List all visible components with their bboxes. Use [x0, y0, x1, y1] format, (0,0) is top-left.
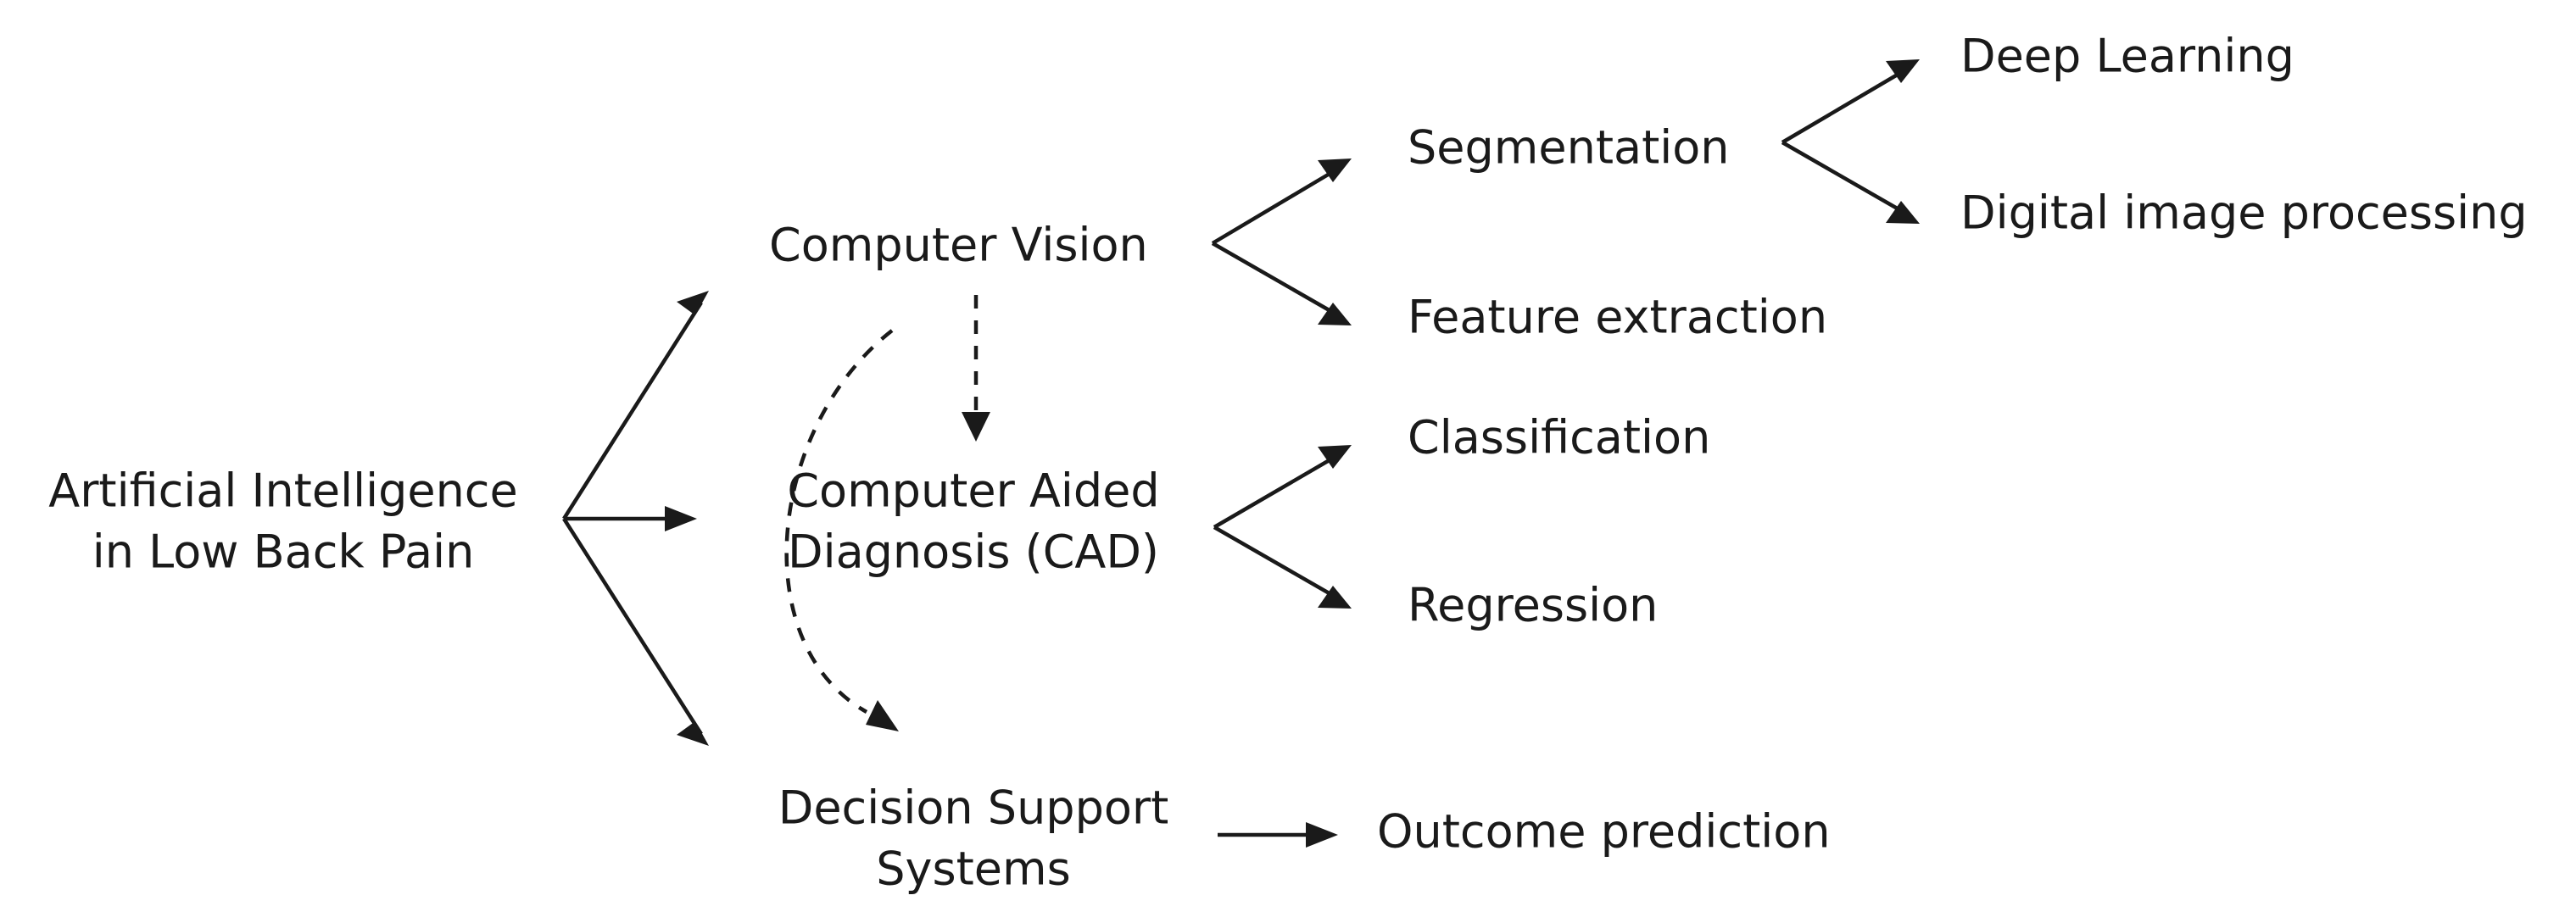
labels-layer: Artificial Intelligence in Low Back Pain… [48, 30, 2527, 896]
node-outcome-prediction: Outcome prediction [1377, 805, 1831, 859]
node-regression: Regression [1408, 579, 1658, 632]
edge-computer-vision-to-feature-extraction [1211, 242, 1352, 325]
node-computer-vision: Computer Vision [769, 219, 1148, 272]
arrowhead-icon [677, 721, 709, 746]
node-cad-line1: Computer Aided [787, 464, 1159, 518]
node-decision-support-line1: Decision Support [778, 781, 1169, 835]
edge-cad-to-classification [1213, 445, 1352, 529]
arrowhead-icon [1886, 59, 1920, 83]
node-feature-extraction: Feature extraction [1408, 291, 1827, 344]
node-decision-support-line2: Systems [876, 842, 1071, 896]
edges-layer [562, 59, 1920, 848]
node-segmentation: Segmentation [1408, 121, 1730, 175]
node-root-line2: in Low Back Pain [92, 525, 475, 579]
node-deep-learning: Deep Learning [1960, 30, 2294, 83]
arrowhead-icon [677, 291, 709, 315]
arrowhead-icon [1318, 158, 1352, 182]
arrowhead-icon [962, 412, 990, 442]
arrowhead-icon [1306, 822, 1338, 848]
edge-cad-to-regression [1213, 525, 1352, 609]
arrowhead-icon [1318, 586, 1352, 609]
arrowhead-icon [1318, 445, 1352, 469]
node-digital-image-processing: Digital image processing [1960, 186, 2528, 240]
arrowhead-icon [1318, 303, 1352, 325]
edge-root-to-decision-support [562, 517, 709, 746]
node-cad-line2: Diagnosis (CAD) [788, 525, 1159, 579]
edge-root-to-cad [564, 506, 697, 531]
arrowhead-icon [866, 700, 899, 731]
arrowhead-icon [1886, 201, 1920, 224]
edge-segmentation-to-digital-image-processing [1781, 141, 1920, 224]
node-classification: Classification [1408, 411, 1710, 464]
edge-computer-vision-to-decision-support-dashed [784, 329, 899, 731]
edge-computer-vision-to-cad-dashed [962, 295, 990, 442]
edge-decision-support-to-outcome-prediction [1218, 822, 1338, 848]
edge-segmentation-to-deep-learning [1781, 59, 1920, 144]
arrowhead-icon [665, 506, 697, 531]
edge-computer-vision-to-segmentation [1211, 158, 1352, 245]
edge-root-to-computer-vision [562, 291, 709, 520]
node-root-line1: Artificial Intelligence [48, 464, 517, 518]
